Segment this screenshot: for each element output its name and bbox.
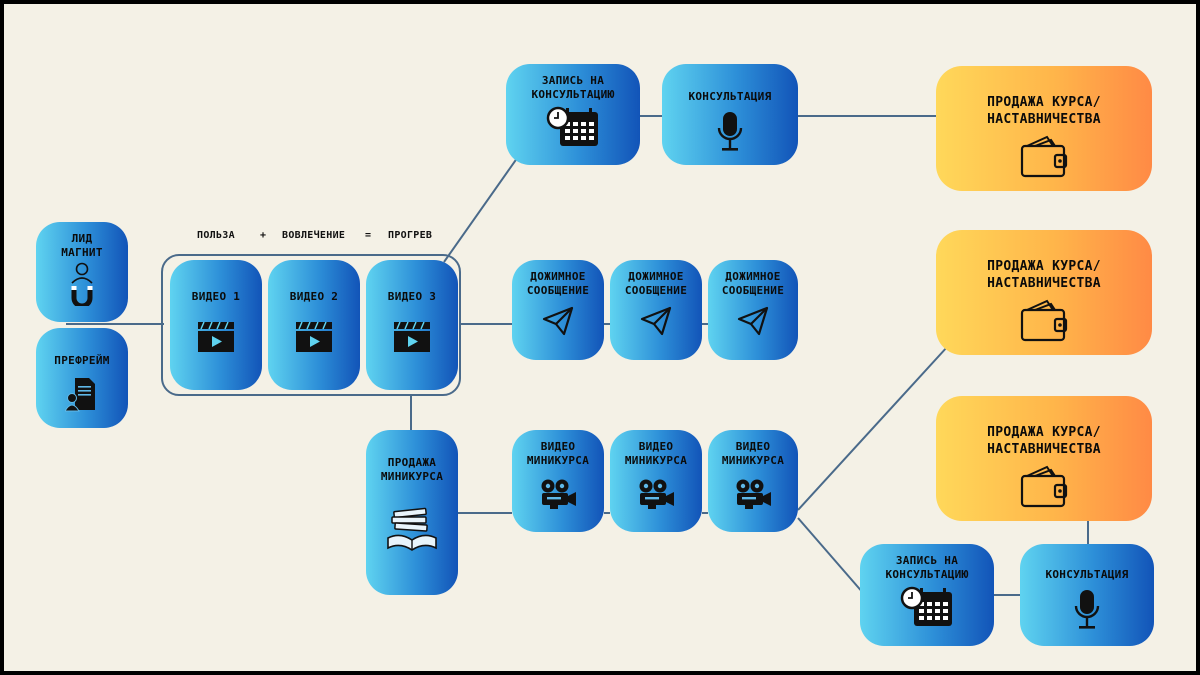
node-label: Видео 2 — [289, 290, 339, 303]
node-low-sale[interactable]: Продажа курса/ наставничества — [936, 396, 1152, 521]
wallet-icon — [1020, 465, 1068, 508]
movie-camera-icon — [639, 479, 674, 509]
node-top-consult[interactable]: Консультация — [662, 64, 798, 165]
node-mini-video-3[interactable]: Видео миникурса — [708, 430, 798, 532]
node-label: Консультация — [1045, 568, 1129, 581]
node-low-consult[interactable]: Консультация — [1020, 544, 1154, 646]
wallet-icon — [1020, 299, 1068, 342]
books-icon — [387, 507, 437, 551]
node-label: Продажа курса/ наставничества — [987, 259, 1101, 291]
node-label: Видео 1 — [191, 290, 241, 303]
node-top-sale[interactable]: Продажа курса/ наставничества — [936, 66, 1152, 191]
node-label: Дожимное сообщение — [526, 270, 590, 297]
calendar-clock-icon — [900, 586, 952, 626]
node-label: Видео миникурса — [526, 440, 590, 467]
clapperboard-icon — [198, 321, 234, 352]
node-mini-video-1[interactable]: Видео миникурса — [512, 430, 604, 532]
node-label: Префрейм — [54, 354, 110, 367]
node-video-3[interactable]: Видео 3 — [366, 260, 458, 390]
warmup-video-group — [161, 254, 461, 396]
connector-mv3-lowbooking — [797, 517, 865, 595]
node-push-1[interactable]: Дожимное сообщение — [512, 260, 604, 360]
calendar-clock-icon — [546, 106, 598, 146]
node-low-booking[interactable]: Запись на консультацию — [860, 544, 994, 646]
caption-equals: = — [365, 230, 372, 241]
microphone-icon — [717, 112, 743, 151]
node-video-2[interactable]: Видео 2 — [268, 260, 360, 390]
node-label: Продажа курса/ наставничества — [987, 425, 1101, 457]
node-minicourse-sale[interactable]: Продажа миникурса — [366, 430, 458, 595]
telegram-plane-icon — [640, 306, 672, 336]
node-label: Запись на консультацию — [885, 554, 969, 581]
node-top-booking[interactable]: Запись на консультацию — [506, 64, 640, 165]
movie-camera-icon — [736, 479, 771, 509]
node-label: Лид магнит — [61, 232, 103, 259]
caption-benefit: Польза — [197, 230, 235, 241]
node-lead-magnet[interactable]: Лид магнит — [36, 222, 128, 322]
document-user-icon — [65, 378, 95, 412]
connector-mv3-midsale — [797, 345, 949, 511]
node-push-2[interactable]: Дожимное сообщение — [610, 260, 702, 360]
movie-camera-icon — [541, 479, 576, 509]
node-label: Продажа миникурса — [380, 456, 444, 483]
telegram-plane-icon — [542, 306, 574, 336]
funnel-diagram: Польза + Вовлечение = Прогрев Лид магнит… — [4, 4, 1196, 671]
connector-lines — [66, 115, 1089, 596]
caption-engagement: Вовлечение — [282, 230, 346, 241]
telegram-plane-icon — [737, 306, 769, 336]
node-push-3[interactable]: Дожимное сообщение — [708, 260, 798, 360]
node-video-1[interactable]: Видео 1 — [170, 260, 262, 390]
node-label: Дожимное сообщение — [721, 270, 785, 297]
wallet-icon — [1020, 135, 1068, 178]
connector-group-top — [443, 153, 521, 263]
node-mid-sale[interactable]: Продажа курса/ наставничества — [936, 230, 1152, 355]
clapperboard-icon — [296, 321, 332, 352]
microphone-icon — [1074, 590, 1100, 629]
node-preframe[interactable]: Префрейм — [36, 328, 128, 428]
caption-plus: + — [260, 230, 267, 241]
user-magnet-icon — [71, 262, 93, 306]
node-label: Запись на консультацию — [531, 74, 615, 101]
node-label: Дожимное сообщение — [624, 270, 688, 297]
caption-warmup: Прогрев — [388, 230, 433, 241]
node-label: Видео миникурса — [721, 440, 785, 467]
node-label: Видео миникурса — [624, 440, 688, 467]
node-mini-video-2[interactable]: Видео миникурса — [610, 430, 702, 532]
node-label: Продажа курса/ наставничества — [987, 95, 1101, 127]
node-label: Видео 3 — [387, 290, 437, 303]
clapperboard-icon — [394, 321, 430, 352]
node-label: Консультация — [688, 90, 772, 103]
